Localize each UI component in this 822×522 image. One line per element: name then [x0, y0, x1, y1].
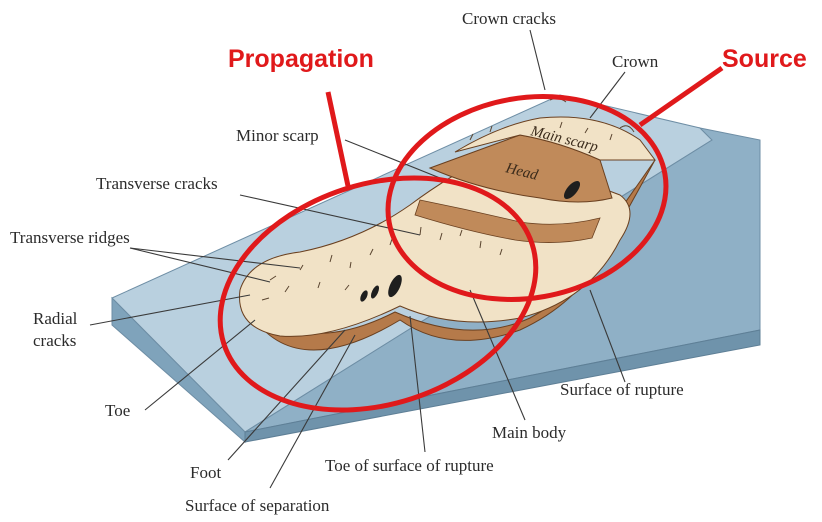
label-radial: Radial — [33, 309, 78, 328]
propagation-pointer — [328, 92, 348, 186]
source-title: Source — [722, 45, 807, 73]
label-crown: Crown — [612, 52, 659, 71]
label-foot: Foot — [190, 463, 221, 482]
label-transverse-cracks: Transverse cracks — [96, 174, 218, 193]
label-main-body: Main body — [492, 423, 567, 442]
label-cracks: cracks — [33, 331, 76, 350]
label-transverse-ridges: Transverse ridges — [10, 228, 130, 247]
label-toe-of-surface-of-rupture: Toe of surface of rupture — [325, 456, 494, 475]
label-crown-cracks: Crown cracks — [462, 9, 556, 28]
label-surface-of-separation: Surface of separation — [185, 496, 330, 515]
label-minor-scarp: Minor scarp — [236, 126, 319, 145]
source-pointer — [640, 68, 722, 125]
label-toe: Toe — [105, 401, 130, 420]
propagation-title: Propagation — [228, 45, 374, 73]
label-surface-of-rupture: Surface of rupture — [560, 380, 684, 399]
leader-crown-cracks — [530, 30, 545, 90]
